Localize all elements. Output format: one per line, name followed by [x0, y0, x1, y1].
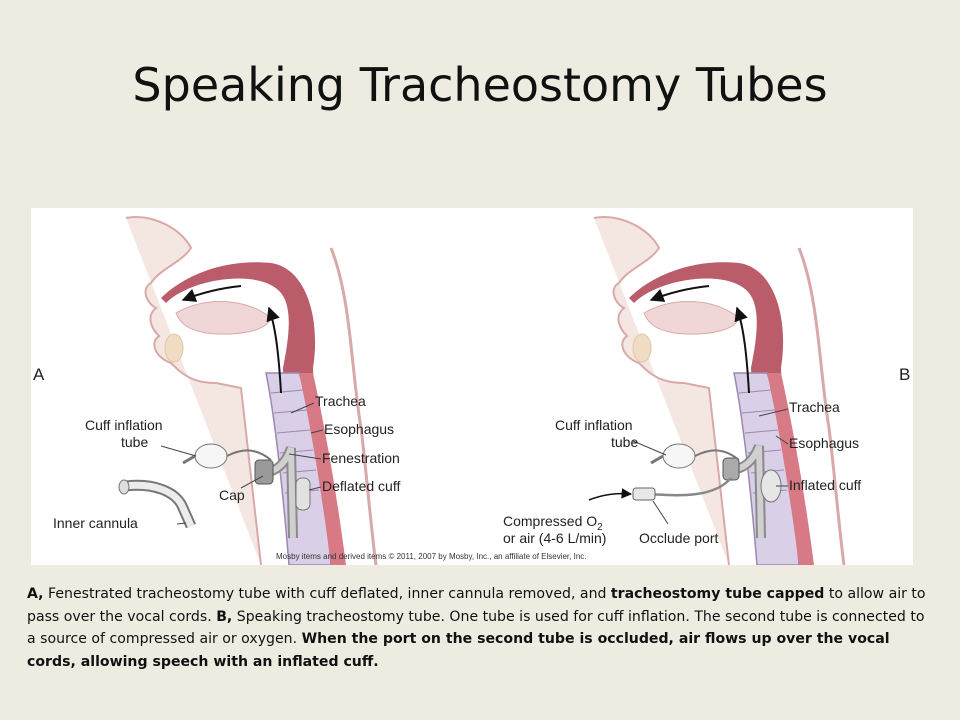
panel-a-esophagus-label: Esophagus	[324, 421, 394, 437]
tracheostomy-diagram: A Trachea Esophagus Cuff inflation tube …	[33, 216, 910, 565]
tracheostomy-figure: A Trachea Esophagus Cuff inflation tube …	[31, 208, 913, 565]
panel-a-deflated-cuff-label: Deflated cuff	[322, 478, 400, 494]
panel-a-anatomy	[118, 216, 378, 565]
panel-b-letter: B	[899, 365, 910, 384]
caption-a-prefix: A,	[27, 586, 44, 602]
panel-b-compressed-subscript: 2	[597, 522, 603, 533]
panel-b-cuff-inflation-label-1: Cuff inflation	[555, 417, 633, 433]
caption-a-text-1: Fenestrated tracheostomy tube with cuff …	[43, 586, 611, 602]
panel-a-letter: A	[33, 365, 45, 384]
figure-caption: A, Fenestrated tracheostomy tube with cu…	[27, 583, 932, 673]
panel-a-cuff-inflation-label-1: Cuff inflation	[85, 417, 163, 433]
panel-b-trachea-label: Trachea	[789, 399, 840, 415]
caption-b-text: Speaking tracheostomy tube. One tube is …	[27, 608, 925, 648]
caption-b-prefix: B,	[216, 608, 233, 625]
panel-a-inner-cannula-label: Inner cannula	[53, 515, 138, 531]
caption-b-bold: When the port on the second tube is occl…	[27, 631, 890, 670]
panel-b-compressed-text: Compressed O	[503, 513, 597, 529]
panel-b-anatomy	[588, 216, 846, 565]
panel-b-compressed-label-1: Compressed O2	[503, 513, 603, 533]
panel-a-cap-label: Cap	[219, 487, 245, 503]
panel-b-leaders	[632, 408, 789, 525]
panel-a-fenestration-label: Fenestration	[322, 450, 400, 466]
panel-b-inflated-cuff-label: Inflated cuff	[789, 477, 861, 493]
panel-a-leaders	[160, 402, 324, 525]
caption-a-text-2: to allow air to pass over the vocal cord…	[27, 586, 926, 625]
caption-a-bold: tracheostomy tube capped	[610, 586, 825, 602]
slide-title: Speaking Tracheostomy Tubes	[132, 58, 828, 112]
figure-copyright: Mosby items and derived items © 2011, 20…	[276, 552, 587, 561]
panel-a-cuff-inflation-label-2: tube	[121, 434, 148, 450]
panel-a-trachea-label: Trachea	[315, 393, 366, 409]
panel-b-esophagus-label: Esophagus	[789, 435, 859, 451]
panel-b-cuff-inflation-label-2: tube	[611, 434, 638, 450]
panel-b-compressed-label-2: or air (4-6 L/min)	[503, 530, 606, 546]
panel-b-occlude-port-label: Occlude port	[639, 530, 718, 546]
